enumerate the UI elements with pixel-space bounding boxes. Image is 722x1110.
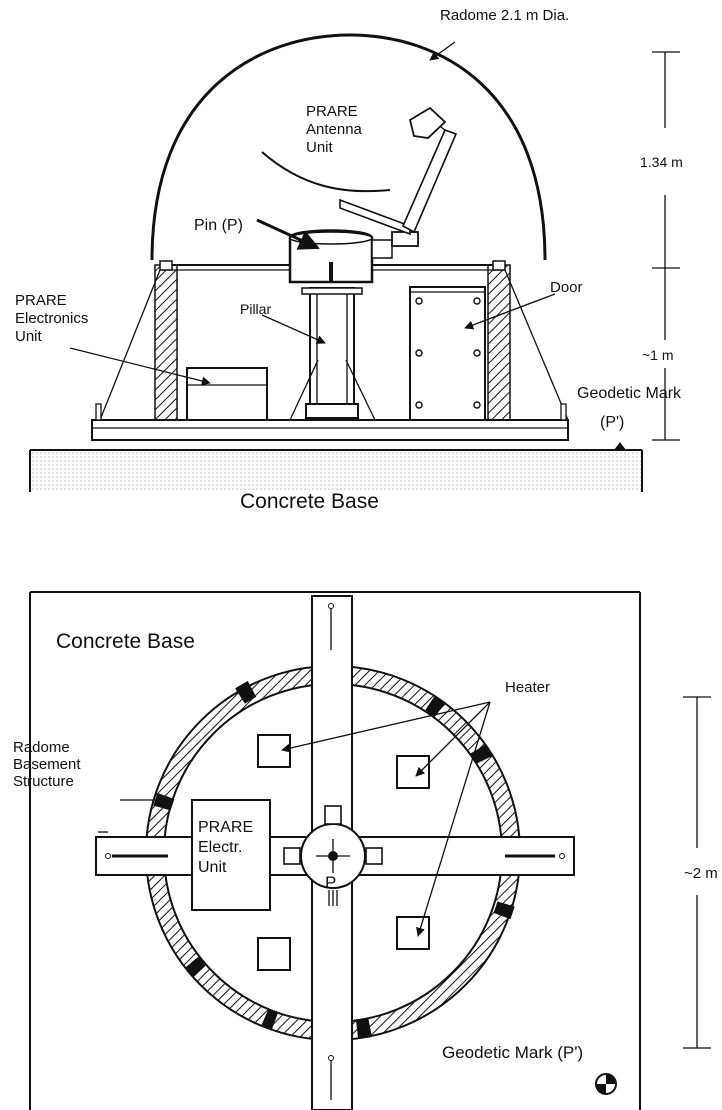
heater-bottom-left: [257, 937, 291, 971]
plan-width-label: ~2 m: [684, 865, 718, 882]
plan-electronics-label-line1: PRARE: [198, 819, 253, 836]
height-upper-label: 1.34 m: [640, 154, 683, 170]
plan-width-dimension: [683, 696, 711, 1049]
geodetic-mark-label-line2: (P'): [600, 414, 624, 431]
side-view: Radome 2.1 m Dia. PRARE Antenna Unit Pin…: [15, 7, 683, 513]
prare-electronics-box: [186, 367, 268, 421]
basement-label-line1: Radome: [13, 739, 70, 756]
plan-view: Concrete Base Heater Radome Basement Str…: [13, 591, 718, 1110]
plan-electronics-label-line2: Electr.: [198, 839, 242, 856]
height-lower-label: ~1 m: [642, 347, 674, 363]
plan-concrete-base: [29, 591, 641, 1110]
pillar: [289, 287, 376, 421]
plan-geodetic-mark-label: Geodetic Mark (P'): [442, 1043, 583, 1062]
side-base-label: Concrete Base: [240, 490, 379, 513]
heater-top-left: [257, 734, 291, 768]
heater-bottom-right: [396, 916, 430, 950]
heaters: [257, 734, 430, 971]
radome-dome: [150, 33, 547, 261]
side-geodetic-mark-icon: [614, 442, 626, 450]
pillar-label: Pillar: [240, 301, 271, 317]
radome-post-left: [154, 264, 178, 421]
prare-antenna-unit: [261, 106, 458, 247]
pin-label: Pin (P): [194, 217, 243, 234]
radome-label: Radome 2.1 m Dia.: [440, 7, 569, 24]
side-leaders: [69, 41, 556, 386]
geodetic-mark-label-line1: Geodetic Mark: [577, 385, 682, 402]
antenna-label-line2: Antenna: [306, 121, 363, 138]
basement-label-line3: Structure: [13, 773, 74, 790]
side-base-frame: [91, 419, 569, 441]
antenna-label-line3: Unit: [306, 139, 334, 156]
plan-electronics-box: [191, 799, 271, 911]
radome-post-right: [487, 264, 511, 421]
door-label: Door: [550, 279, 583, 296]
pin-head: [288, 229, 393, 284]
electronics-label-line3: Unit: [15, 328, 43, 345]
side-concrete-base: [29, 449, 643, 492]
plan-base-label: Concrete Base: [56, 630, 195, 653]
plan-central-pin: [283, 805, 383, 906]
plan-pin-label: P: [325, 873, 336, 892]
antenna-dish: [261, 151, 391, 193]
plan-electronics-label-line3: Unit: [198, 859, 227, 876]
electronics-label-line2: Electronics: [15, 310, 88, 327]
side-height-dimension: [652, 51, 680, 441]
ring-solid-segments: [153, 681, 515, 1038]
plan-geodetic-mark-icon: [595, 1073, 617, 1095]
heater-top-right: [396, 755, 430, 789]
antenna-label-line1: PRARE: [306, 103, 358, 120]
heater-label: Heater: [505, 679, 550, 696]
door: [409, 286, 486, 421]
plan-leaders: [98, 701, 491, 937]
electronics-label-line1: PRARE: [15, 292, 67, 309]
basement-label-line2: Basement: [13, 756, 81, 773]
side-braces: [99, 269, 569, 421]
